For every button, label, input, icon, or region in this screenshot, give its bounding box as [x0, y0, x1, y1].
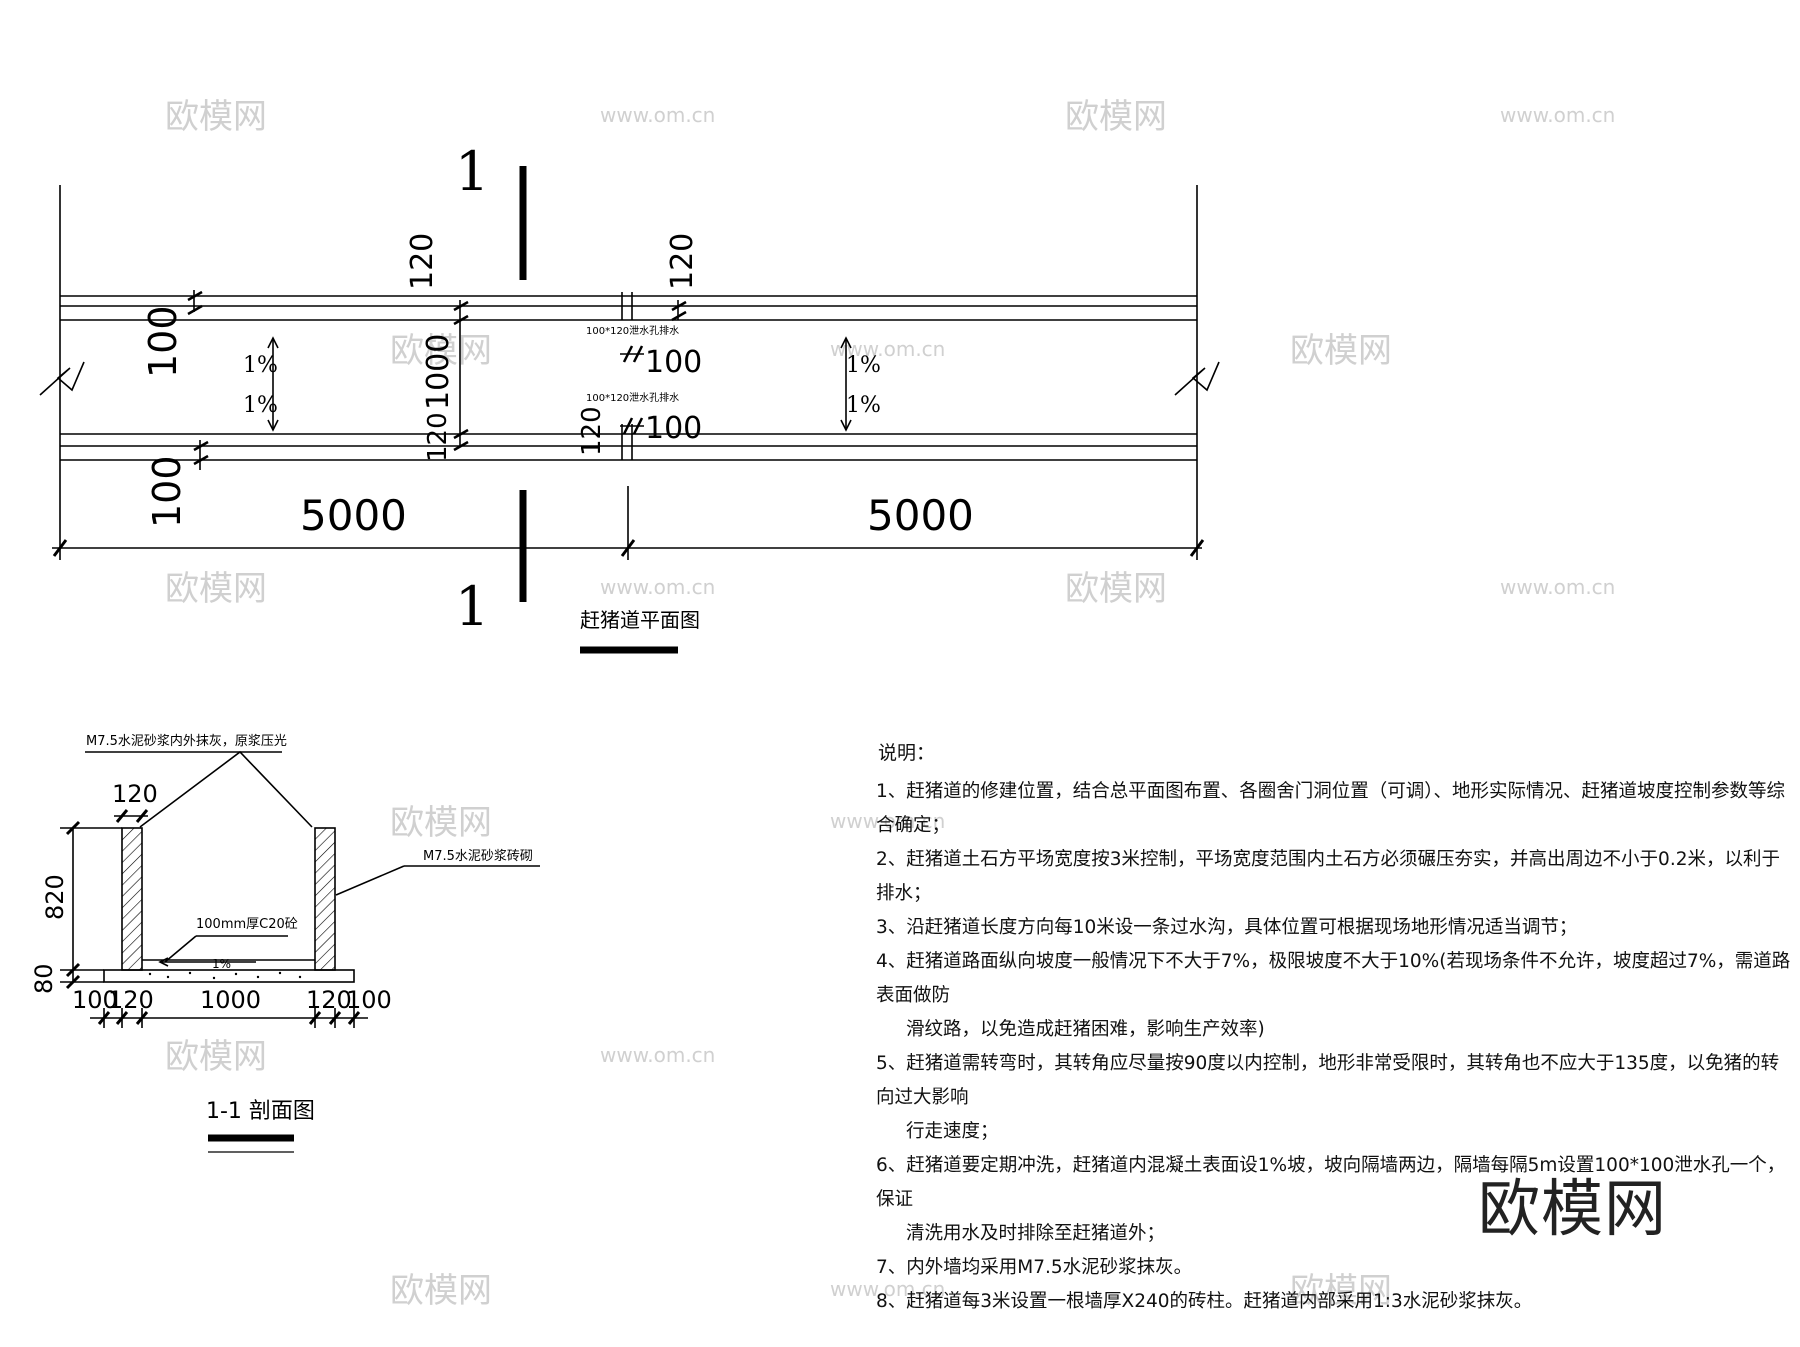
watermark-url: www.om.cn [1500, 575, 1615, 599]
note-item: 4、赶猪道路面纵向坡度一般情况下不大于7%，极限坡度不大于10%(若现场条件不允… [876, 945, 1796, 1047]
note-item: 1、赶猪道的修建位置，结合总平面图布置、各圈舍门洞位置（可调）、地形实际情况、赶… [876, 775, 1796, 843]
left-wall [121, 827, 143, 971]
dim-bottom-wall-center: 120 [577, 406, 607, 456]
watermark-url: www.om.cn [600, 1043, 715, 1067]
dim-inner-width: 1000 [421, 334, 456, 410]
slope-label: 1% [846, 353, 881, 378]
note-text: 4、赶猪道路面纵向坡度一般情况下不大于7%，极限坡度不大于10%(若现场条件不允… [876, 951, 1791, 1006]
dim-bottom-wall-left: 120 [423, 412, 453, 462]
watermark-brand: 欧模网 [1065, 569, 1167, 609]
slope-label: 1% [243, 353, 278, 378]
section-slope: 1% [212, 957, 231, 971]
watermark-url: www.om.cn [830, 337, 945, 361]
drain-label-top: 100*120泄水孔排水 [586, 324, 679, 337]
concrete-dots [148, 971, 302, 980]
dim-top-wall-right: 120 [665, 233, 700, 290]
watermark-brand: 欧模网 [390, 803, 492, 843]
dim-wall-thickness: 120 [112, 780, 158, 808]
watermark-url: www.om.cn [600, 575, 715, 599]
watermark-url: www.om.cn [830, 809, 945, 833]
watermark-url: www.om.cn [600, 103, 715, 127]
dim-top-wall-left: 120 [405, 233, 440, 290]
watermark-brand: 欧模网 [165, 1037, 267, 1077]
dim-gap-left-bottom: 100 [145, 455, 189, 528]
watermark-url: www.om.cn [830, 1277, 945, 1301]
watermark-brand: 欧模网 [1290, 331, 1392, 371]
note-text: 5、赶猪道需转弯时，其转角应尽量按90度以内控制，地形非常受限时，其转角也不应大… [876, 1053, 1780, 1108]
callout-slab: 100mm厚C20砼 [196, 917, 298, 932]
note-text: 8、赶猪道每3米设置一根墙厚X240的砖柱。赶猪道内部采用1:3水泥砂浆抹灰。 [876, 1291, 1533, 1312]
slope-label: 1% [243, 393, 278, 418]
section-labels: M7.5水泥砂浆内外抹灰，原浆压光 M7.5水泥砂浆砖砌 100mm厚C20砼 … [30, 733, 533, 1124]
dim-wall-height: 820 [41, 874, 69, 920]
watermark-brand: 欧模网 [1065, 97, 1167, 137]
section-mark-bottom: 1 [455, 575, 489, 638]
drain-label-bottom: 100*120泄水孔排水 [586, 391, 679, 404]
dim-length-right: 5000 [867, 491, 974, 540]
section-title: 1-1 剖面图 [206, 1099, 315, 1124]
note-item: 2、赶猪道土石方平场宽度按3米控制，平场宽度范围内土石方必须碾压夯实，并高出周边… [876, 843, 1796, 911]
section-view [60, 750, 540, 1153]
watermark-brand: 欧模网 [390, 1271, 492, 1311]
dim-inner: 1000 [200, 986, 261, 1014]
dim-length-left: 5000 [300, 491, 407, 540]
dim-gap-right-top: 100 [645, 345, 702, 380]
notes-heading: 说明： [878, 742, 936, 764]
note-continuation: 行走速度； [906, 1121, 999, 1142]
dim-wall-left: 120 [108, 986, 154, 1014]
note-text: 2、赶猪道土石方平场宽度按3米控制，平场宽度范围内土石方必须碾压夯实，并高出周边… [876, 849, 1780, 904]
note-text: 7、内外墙均采用M7.5水泥砂浆抹灰。 [876, 1257, 1193, 1278]
brand-logo: 欧模网 [1478, 1172, 1668, 1245]
watermark-brand: 欧模网 [390, 331, 492, 371]
callout-plaster: M7.5水泥砂浆内外抹灰，原浆压光 [86, 733, 287, 749]
dim-base: 80 [30, 963, 58, 994]
watermark-url: www.om.cn [1500, 103, 1615, 127]
note-item: 6、赶猪道要定期冲洗，赶猪道内混凝土表面设1%坡，坡向隔墙两边，隔墙每隔5m设置… [876, 1149, 1796, 1251]
plan-view [39, 166, 1220, 654]
watermarks: 欧模网 www.om.cn 欧模网 www.om.cn 欧模网 www.om.c… [165, 97, 1615, 1311]
note-text: 1、赶猪道的修建位置，结合总平面图布置、各圈舍门洞位置（可调）、地形实际情况、赶… [876, 781, 1786, 836]
dim-wall-right: 120 [306, 986, 352, 1014]
dim-gap-right-bottom: 100 [645, 411, 702, 446]
watermark-brand: 欧模网 [1290, 1271, 1392, 1311]
note-text: 6、赶猪道要定期冲洗，赶猪道内混凝土表面设1%坡，坡向隔墙两边，隔墙每隔5m设置… [876, 1155, 1786, 1210]
dim-side-left: 100 [72, 986, 118, 1014]
section-mark-top: 1 [455, 140, 489, 203]
plan-labels: 1 1 120 120 100 100 1000 120 120 100 100… [141, 140, 974, 638]
slope-label: 1% [846, 393, 881, 418]
base-slab [103, 969, 355, 983]
dim-gap-left-top: 100 [141, 305, 185, 378]
watermark-brand: 欧模网 [165, 569, 267, 609]
plan-title: 赶猪道平面图 [580, 608, 700, 632]
dim-side-right: 100 [346, 986, 392, 1014]
callout-masonry: M7.5水泥砂浆砖砌 [423, 849, 533, 864]
right-wall [314, 827, 336, 971]
note-continuation: 滑纹路，以免造成赶猪困难，影响生产效率) [906, 1019, 1265, 1040]
note-item: 3、沿赶猪道长度方向每10米设一条过水沟，具体位置可根据现场地形情况适当调节； [876, 911, 1796, 945]
note-item: 7、内外墙均采用M7.5水泥砂浆抹灰。 [876, 1251, 1796, 1285]
note-text: 3、沿赶猪道长度方向每10米设一条过水沟，具体位置可根据现场地形情况适当调节； [876, 917, 1578, 938]
design-notes: 说明： 1、赶猪道的修建位置，结合总平面图布置、各圈舍门洞位置（可调）、地形实际… [876, 738, 1796, 1319]
note-continuation: 清洗用水及时排除至赶猪道外； [906, 1223, 1166, 1244]
note-item: 5、赶猪道需转弯时，其转角应尽量按90度以内控制，地形非常受限时，其转角也不应大… [876, 1047, 1796, 1149]
note-item: 8、赶猪道每3米设置一根墙厚X240的砖柱。赶猪道内部采用1:3水泥砂浆抹灰。 [876, 1285, 1796, 1319]
watermark-brand: 欧模网 [165, 97, 267, 137]
